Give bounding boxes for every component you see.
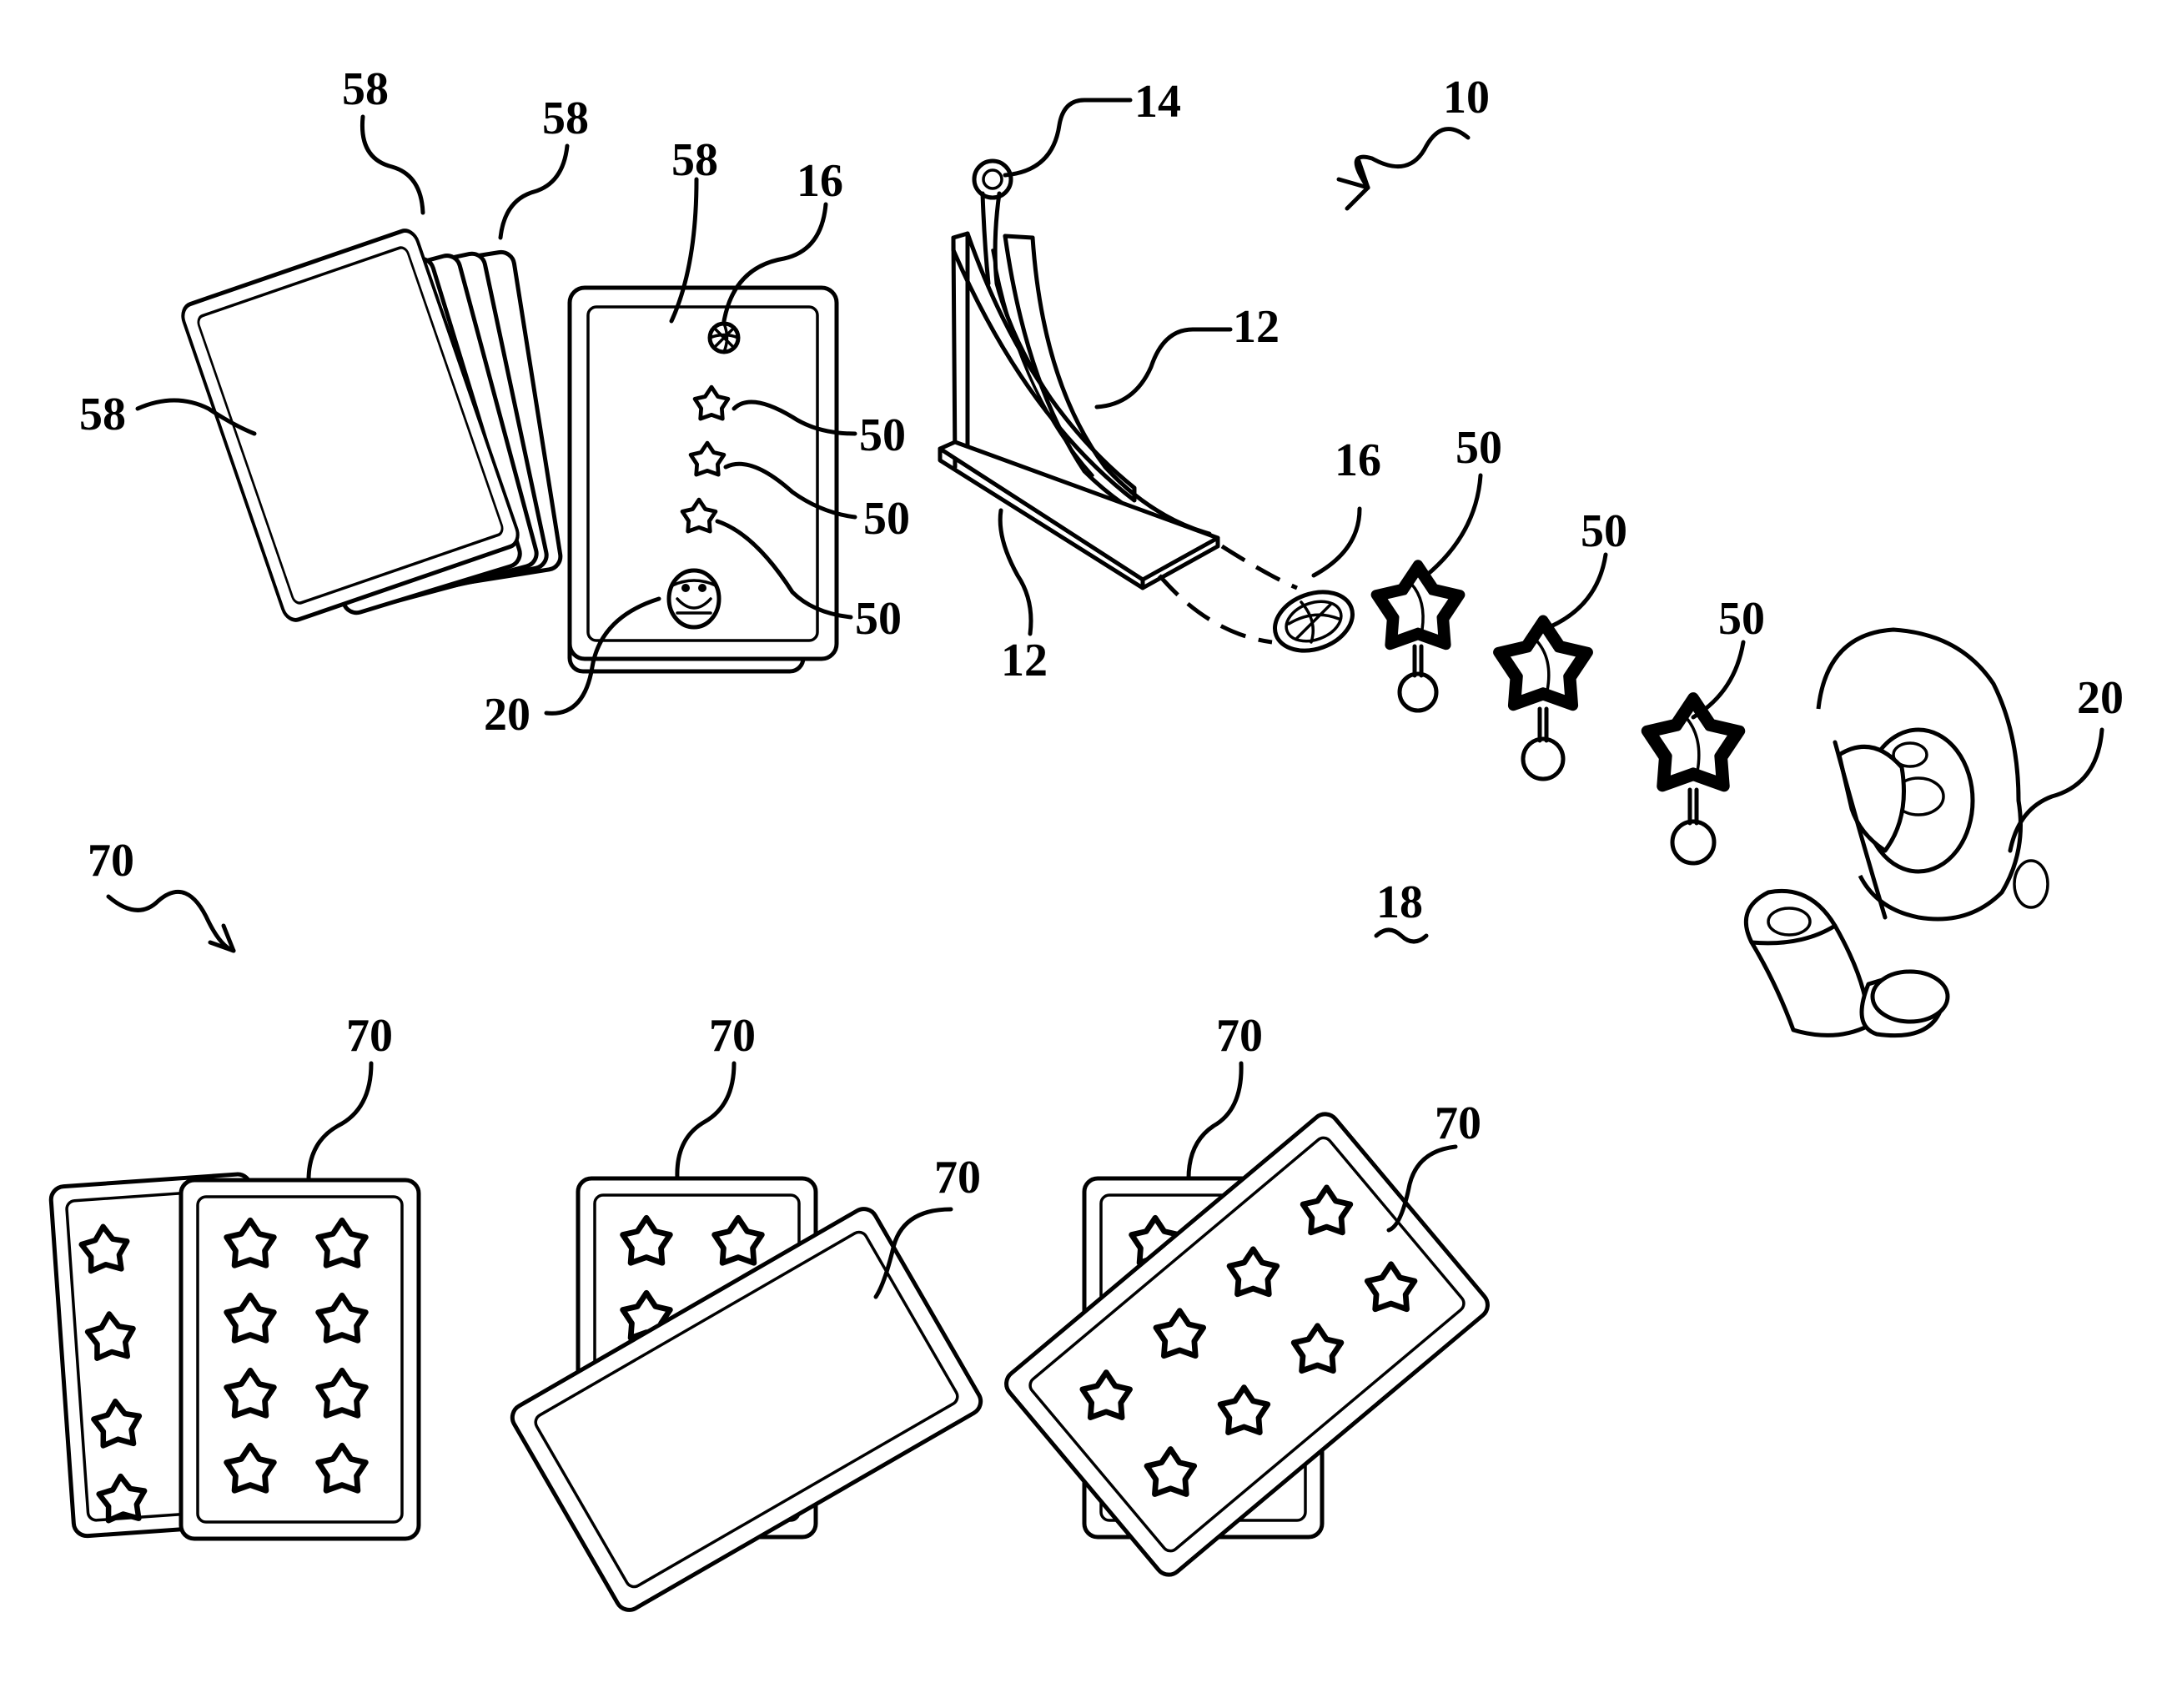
label-50: 50 [855, 593, 902, 645]
label-70: 70 [88, 835, 134, 887]
label-58: 58 [542, 93, 589, 144]
label-20: 20 [484, 689, 530, 741]
star-pickup [1647, 698, 1739, 863]
label-12: 12 [1001, 635, 1048, 686]
label-70: 70 [1216, 1010, 1263, 1062]
label-12: 12 [1233, 301, 1280, 353]
label-16: 16 [797, 155, 843, 207]
label-16: 16 [1335, 435, 1381, 486]
label-50: 50 [863, 493, 910, 545]
star-pickup [1498, 620, 1587, 779]
label-50: 50 [1581, 505, 1627, 557]
label-58: 58 [671, 134, 718, 186]
tile-set [507, 1178, 985, 1615]
trajectory-line [1159, 575, 1272, 642]
label-58: 58 [342, 63, 389, 115]
candy-icon [1267, 582, 1361, 661]
label-58: 58 [79, 389, 126, 440]
label-70: 70 [709, 1010, 756, 1062]
label-10: 10 [1443, 72, 1490, 123]
tile-set [1001, 1108, 1493, 1580]
character-creature [1746, 630, 2048, 1036]
label-50: 50 [1718, 593, 1765, 645]
candy-icon [710, 324, 738, 352]
label-70: 70 [346, 1010, 393, 1062]
trajectory-line [1222, 546, 1297, 588]
star-pickup [1376, 565, 1461, 711]
ramp-device [940, 161, 1218, 588]
label-14: 14 [1134, 76, 1181, 128]
label-70: 70 [934, 1152, 981, 1203]
label-50: 50 [859, 409, 906, 461]
ring-anchor-icon [974, 161, 1011, 198]
tile-set [50, 1173, 419, 1539]
label-18: 18 [1376, 877, 1423, 928]
level-card [570, 288, 837, 671]
label-50: 50 [1456, 422, 1502, 474]
label-20: 20 [2077, 672, 2124, 724]
label-70: 70 [1435, 1098, 1481, 1149]
